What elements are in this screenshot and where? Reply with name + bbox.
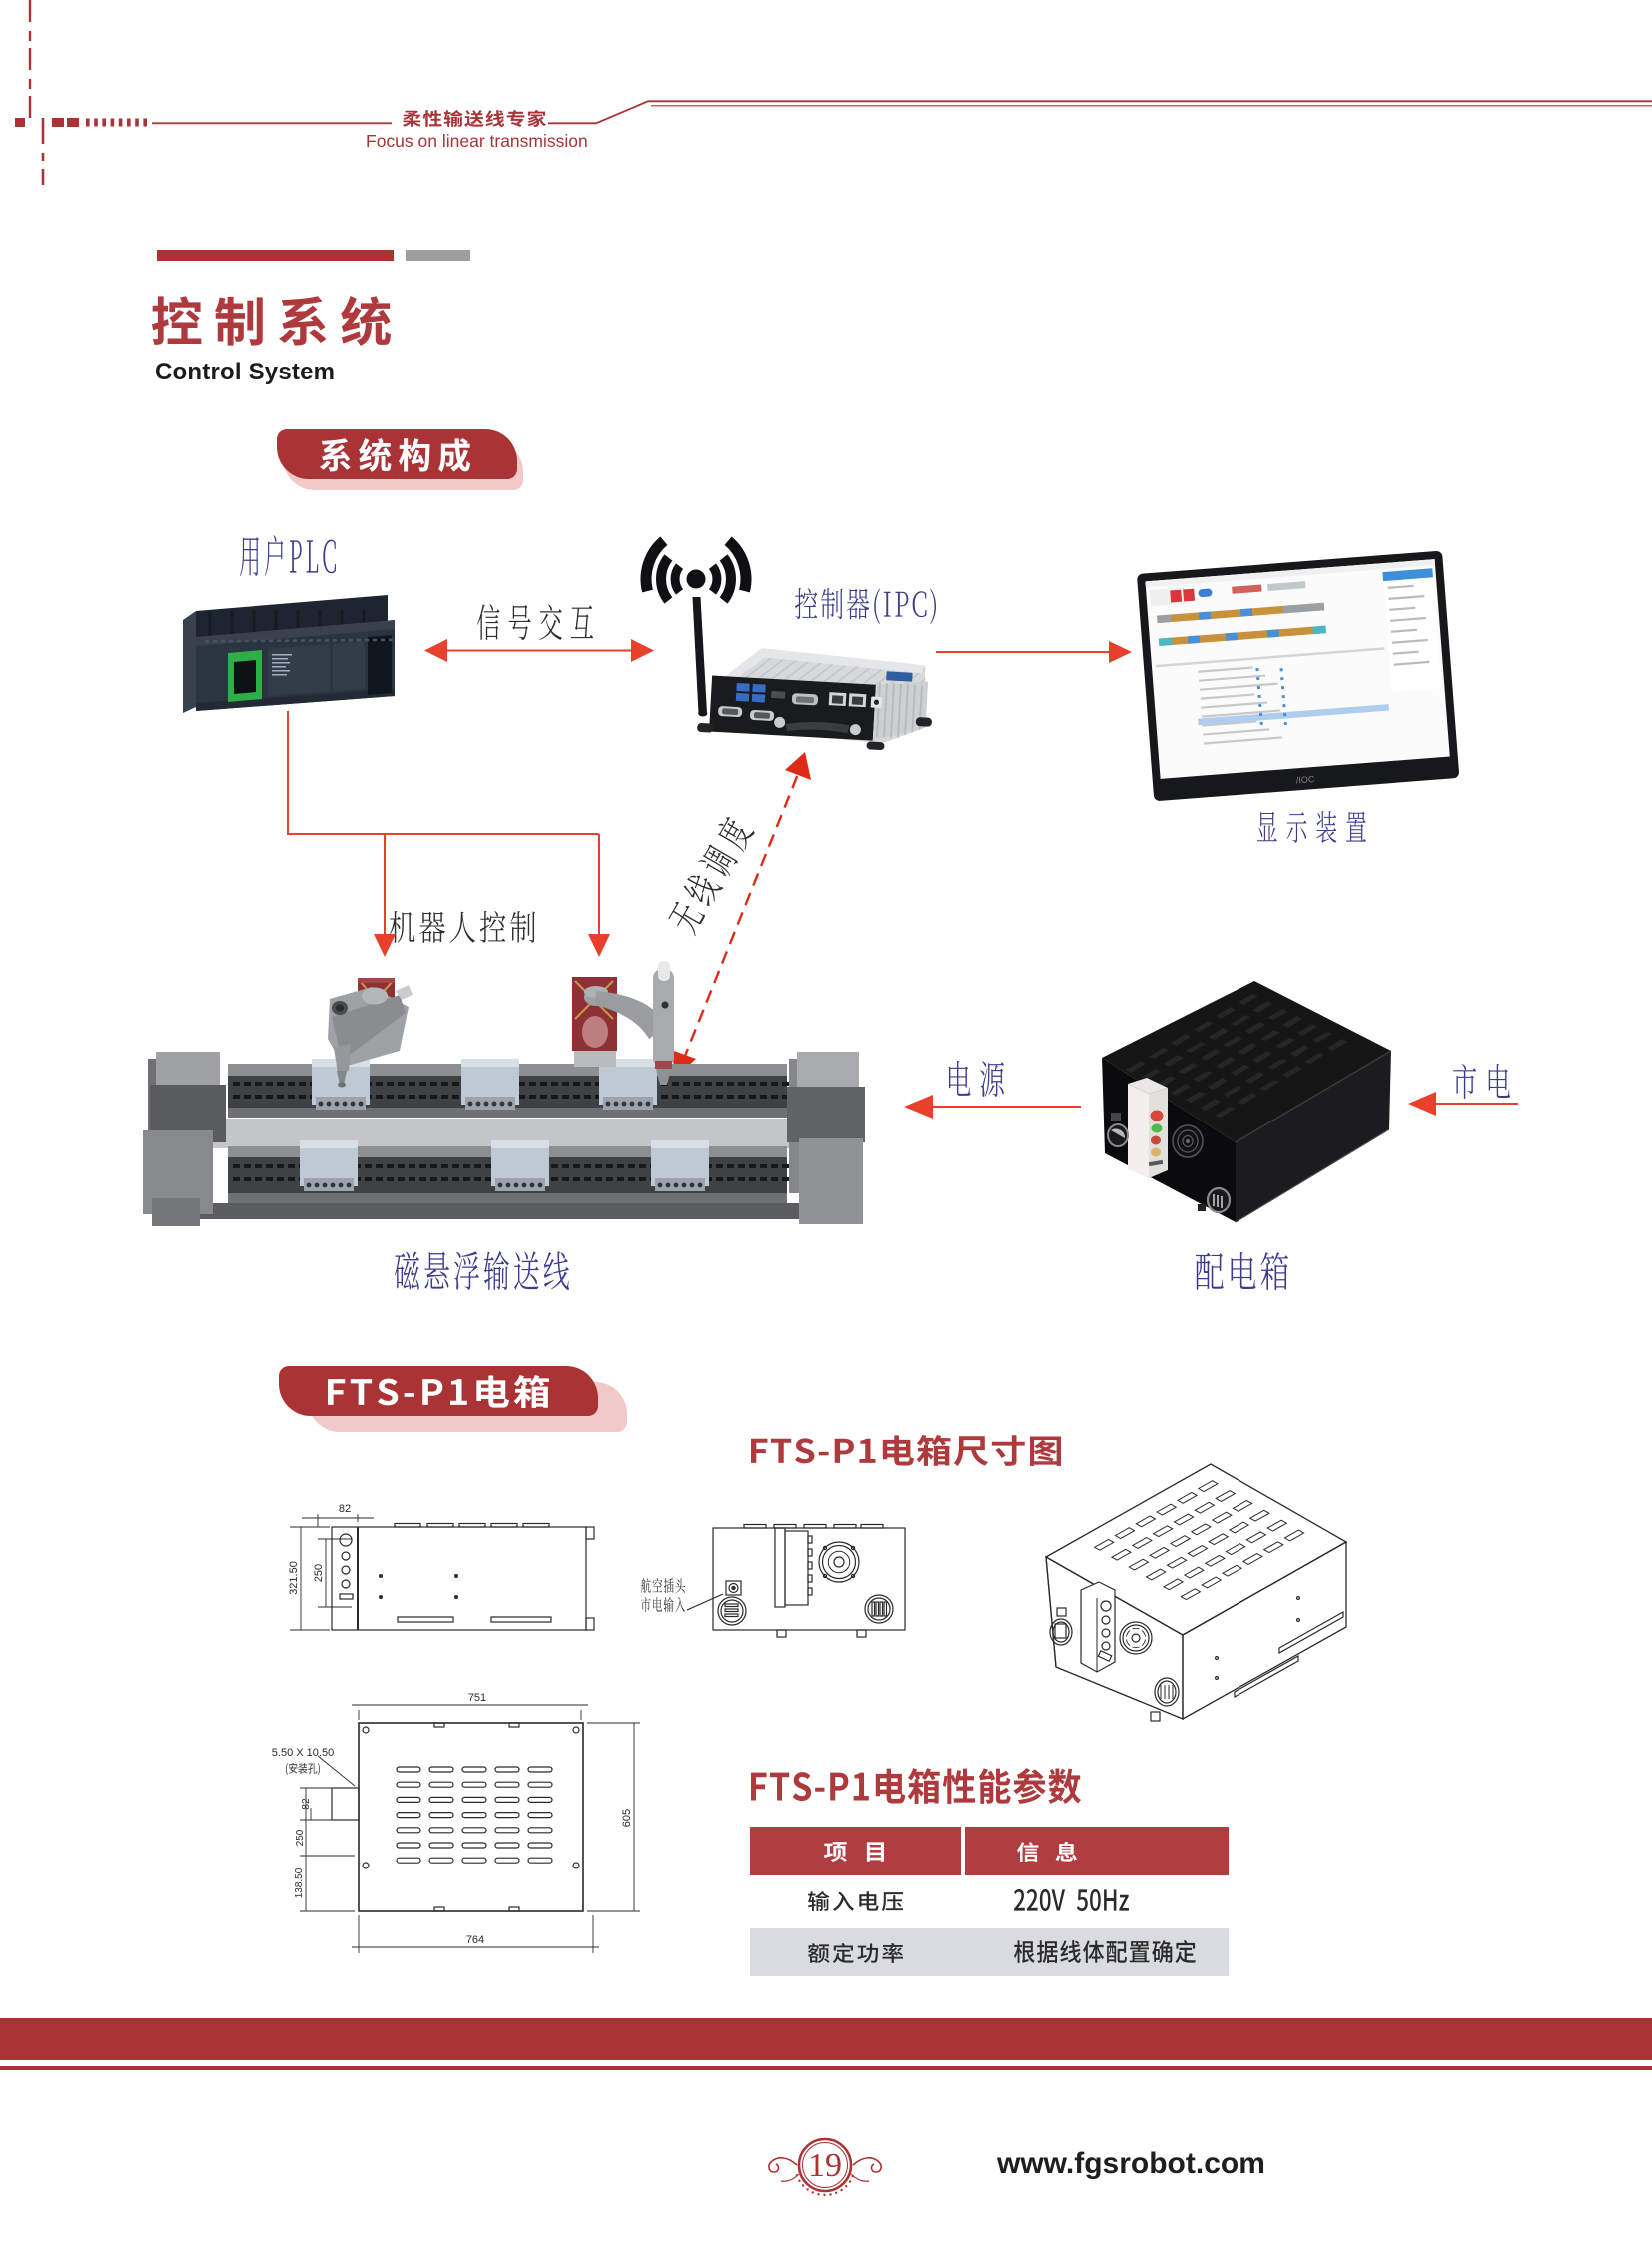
- svg-text:138.50: 138.50: [294, 1868, 305, 1898]
- svg-text:764: 764: [466, 1934, 484, 1946]
- svg-text:/ΙOC: /ΙOC: [1296, 774, 1316, 785]
- svg-text:82: 82: [339, 1503, 351, 1515]
- svg-text:19: 19: [808, 2147, 842, 2184]
- svg-text:5.50 X 10.50: 5.50 X 10.50: [272, 1747, 334, 1759]
- svg-text:751: 751: [468, 1692, 486, 1704]
- svg-text:250: 250: [313, 1564, 325, 1582]
- svg-text:605: 605: [621, 1809, 633, 1827]
- svg-text:82: 82: [301, 1798, 312, 1810]
- svg-text:250: 250: [295, 1829, 306, 1846]
- svg-text:321.50: 321.50: [288, 1561, 300, 1595]
